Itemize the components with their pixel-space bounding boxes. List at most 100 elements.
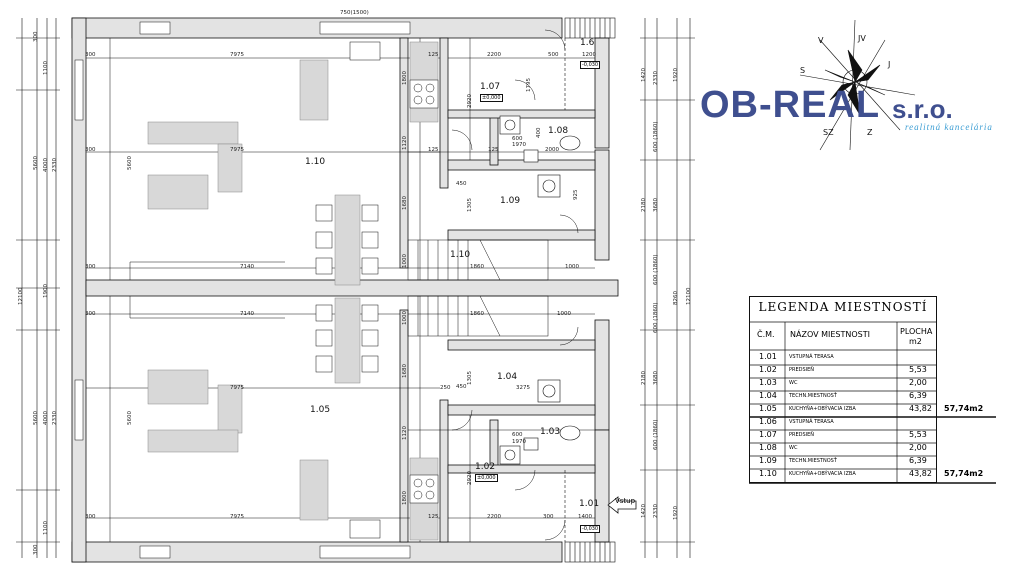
legend-header-number: Č.M.: [757, 330, 775, 339]
doors: [451, 29, 579, 541]
dim-text: 1970: [512, 142, 526, 148]
sanitary: [499, 115, 581, 465]
legend-room-number: 1.09: [759, 456, 777, 465]
legend-room-number: 1.04: [759, 391, 777, 400]
dim-text: 2200: [487, 52, 501, 58]
dim-text-vertical: 2180: [641, 371, 647, 385]
room-label-1-03: 1.03: [540, 427, 561, 437]
dim-text-vertical: 2920: [467, 471, 473, 485]
legend-room-name: VSTUPNÁ TERASA: [789, 419, 834, 425]
dim-text: 7975: [230, 514, 244, 520]
legend-room-number: 1.03: [759, 378, 777, 387]
compass-label-s: S: [800, 66, 806, 75]
dim-text-vertical: 600 (1860): [653, 121, 659, 152]
dim-text: 7975: [230, 147, 244, 153]
dim-text: 2200: [487, 514, 501, 520]
legend-room-number: 1.05: [759, 404, 777, 413]
brand-logo-suffix: s.r.o.: [892, 94, 953, 124]
dimension-lines-left: [16, 18, 60, 558]
dim-text: 125: [428, 514, 439, 520]
dim-text-vertical: 1120: [402, 426, 408, 440]
compass-label-j: J: [888, 60, 891, 69]
dim-text-vertical: 1920: [673, 68, 679, 82]
dim-text-vertical: 3680: [653, 198, 659, 212]
dim-text-vertical: 5600: [33, 156, 39, 170]
dim-text: 300: [85, 514, 96, 520]
legend-row: 1.09 TECHN.MIESTNOSŤ 6,39: [749, 456, 996, 468]
dim-text: 300: [85, 264, 96, 270]
dim-text-vertical: 400: [536, 127, 542, 139]
dim-text: 750(1500): [340, 10, 369, 16]
room-label-1-01: 1.01: [579, 499, 600, 509]
dim-text-vertical: 1420: [641, 504, 647, 518]
dim-text: 250: [440, 385, 451, 391]
dim-text-vertical: 2330: [52, 411, 58, 425]
dim-text: 7140: [240, 264, 254, 270]
compass-label-z: Z: [867, 128, 873, 137]
dim-text: 7975: [230, 52, 244, 58]
dim-text-vertical: 1900: [43, 284, 49, 298]
dim-text-vertical: 12100: [18, 287, 24, 306]
dim-text-vertical: 1305: [467, 198, 473, 212]
terrace-rails: [564, 17, 616, 563]
legend-room-area: 6,39: [909, 456, 927, 465]
dim-text-vertical: 2180: [641, 198, 647, 212]
legend-room-area: 43,82: [909, 404, 932, 413]
legend-room-area: 6,39: [909, 391, 927, 400]
dim-text: 1970: [512, 439, 526, 445]
dim-text: 300: [85, 147, 96, 153]
room-label-1-02: 1.02: [475, 462, 496, 472]
legend-row: 1.04 TECHN.MIESTNOSŤ 6,39: [749, 391, 996, 403]
walls: [71, 17, 619, 563]
compass-rose: [799, 19, 916, 151]
dim-text: 500: [548, 52, 559, 58]
dim-text: 125: [488, 147, 499, 153]
dim-text: 1000: [557, 311, 571, 317]
room-label-1-08: 1.08: [548, 126, 569, 136]
room-label-1-04: 1.04: [497, 372, 518, 382]
dim-text-vertical: 2330: [52, 158, 58, 172]
dim-text-vertical: 5600: [127, 156, 133, 170]
legend-room-number: 1.01: [759, 352, 777, 361]
brand-logo-tagline: realitná kancelária: [905, 122, 993, 132]
dim-text-vertical: 1800: [402, 71, 408, 85]
legend-room-number: 1.08: [759, 443, 777, 452]
dim-text: 1000: [565, 264, 579, 270]
dim-text: 1200: [582, 52, 596, 58]
dim-text-vertical: 600 (1860): [653, 302, 659, 333]
level-mark: ±0,000: [480, 94, 503, 102]
compass-label-jv: JV: [858, 34, 866, 43]
legend-title: LEGENDA MIESTNOSTÍ: [758, 300, 928, 314]
dim-text: 125: [428, 147, 439, 153]
dim-text-vertical: 3680: [653, 371, 659, 385]
legend-room-name: TECHN.MIESTNOSŤ: [789, 458, 837, 464]
dim-text: 300: [543, 514, 554, 520]
furniture: [147, 41, 439, 541]
dim-text-vertical: 600 (1860): [653, 254, 659, 285]
level-mark: -0,030: [580, 61, 601, 69]
legend-box: [749, 296, 937, 483]
dim-text-vertical: 1305: [467, 371, 473, 385]
entry-arrow: [607, 496, 637, 514]
dim-text-vertical: 1120: [402, 136, 408, 150]
compass-label-sz: SZ: [823, 128, 834, 137]
dim-text-vertical: 5600: [127, 411, 133, 425]
dim-text-vertical: 1680: [402, 196, 408, 210]
legend-room-total: 57,74m2: [944, 404, 984, 413]
compass-label-v: V: [818, 36, 824, 45]
legend-room-name: TECHN.MIESTNOSŤ: [789, 393, 837, 399]
dim-text-vertical: 4000: [43, 158, 49, 172]
room-label-1-10: 1.10: [305, 157, 326, 167]
legend-room-name: KUCHYŇA+OBÝVACIA IZBA: [789, 406, 856, 412]
legend-room-name: WC: [789, 445, 798, 451]
dim-text-vertical: 925: [573, 189, 579, 201]
room-label-1-06: 1.6: [580, 38, 595, 48]
room-label-1-05: 1.05: [310, 405, 331, 415]
room-label-1-07: 1.07: [480, 82, 501, 92]
